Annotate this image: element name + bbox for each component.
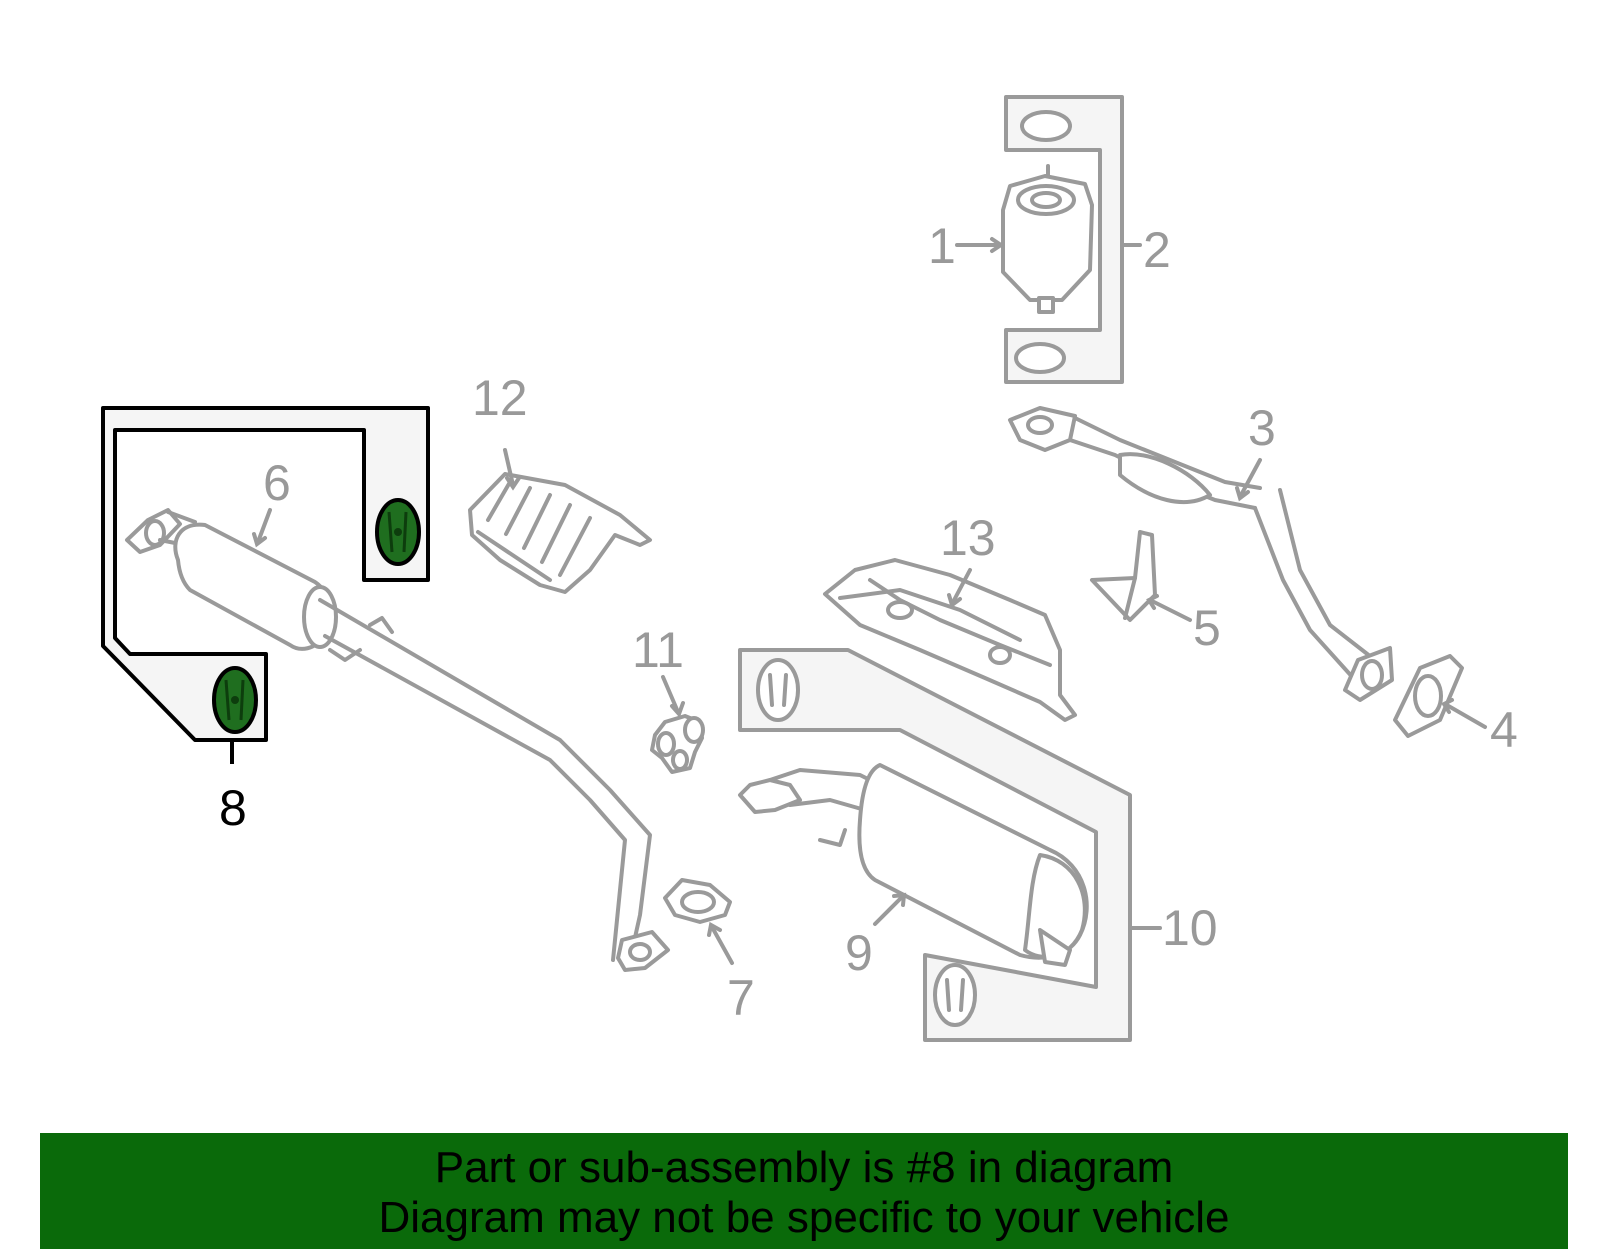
part-7-gasket	[663, 878, 732, 924]
part-10-muffler-group-bracket	[738, 648, 1132, 1042]
part-8-hanger-lower	[212, 666, 258, 734]
part-8-hanger-group	[101, 406, 430, 764]
callout-2: 2	[1143, 222, 1171, 278]
part-8-hanger-upper	[375, 498, 421, 566]
banner-line-1: Part or sub-assembly is #8 in diagram	[434, 1143, 1174, 1192]
banner-line-2: Diagram may not be specific to your vehi…	[378, 1193, 1230, 1242]
part-12-heat-shield	[468, 472, 652, 594]
callout-11: 11	[632, 622, 684, 678]
part-6-center-pipe	[125, 508, 670, 972]
callout-8: 8	[219, 780, 247, 836]
callout-1: 1	[928, 218, 956, 274]
part-5-bracket	[1090, 530, 1157, 622]
callout-5: 5	[1193, 600, 1221, 656]
callout-10: 10	[1162, 900, 1218, 956]
part-4-gasket	[1393, 654, 1464, 738]
callout-9: 9	[845, 925, 873, 981]
callout-13: 13	[940, 510, 996, 566]
part-9-rear-muffler	[738, 763, 1089, 967]
callout-6: 6	[263, 455, 291, 511]
part-11-hanger	[650, 714, 705, 774]
exhaust-system-diagram: 1 2 3 4 5 6 7 8 9 10 11 12 13	[101, 95, 1518, 1042]
info-banner: Part or sub-assembly is #8 in diagram Di…	[40, 1133, 1568, 1249]
part-13-heat-shield	[823, 558, 1077, 722]
leader-arrows	[252, 237, 1487, 965]
callout-12: 12	[472, 370, 528, 426]
callout-4: 4	[1490, 702, 1518, 758]
callout-7: 7	[727, 970, 755, 1026]
part-3-front-pipe	[1008, 406, 1394, 702]
part-2-gasket-bracket	[1004, 95, 1124, 384]
callout-3: 3	[1248, 400, 1276, 456]
part-1-catalytic-converter	[1001, 164, 1094, 314]
